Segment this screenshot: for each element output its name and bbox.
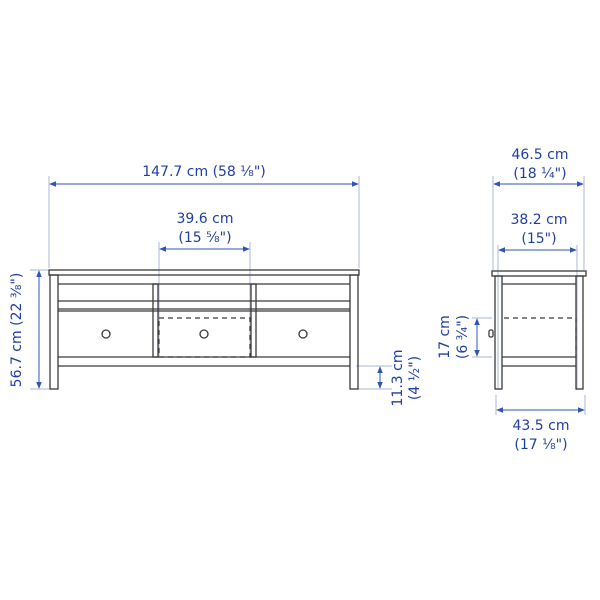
base-depth-metric: 43.5 cm bbox=[513, 418, 570, 434]
drawer-knob-center bbox=[199, 329, 209, 339]
side-tabletop bbox=[491, 270, 587, 277]
side-leg-front bbox=[494, 275, 503, 390]
drawer-knob-left bbox=[101, 329, 111, 339]
overall-depth-imperial: (18 ¼") bbox=[513, 166, 566, 182]
leg-clearance-imperial: (4 ½") bbox=[407, 356, 423, 400]
inner-depth-imperial: (15") bbox=[521, 231, 556, 247]
front-view: 147.7 cm (58 ⅛") 39.6 cm (15 ⅝") 56.7 cm… bbox=[9, 164, 423, 406]
drawer-height-metric: 17 cm bbox=[437, 315, 453, 359]
drawer-outline-dashed bbox=[158, 317, 251, 358]
inner-depth-metric: 38.2 cm bbox=[511, 212, 568, 228]
tv-bench-front bbox=[48, 269, 360, 390]
side-drawer-knob bbox=[488, 329, 494, 338]
divider-left bbox=[152, 283, 159, 358]
drawer-knob-right bbox=[298, 329, 308, 339]
drawer-height-imperial: (6 ¾") bbox=[455, 315, 471, 359]
divider-right bbox=[250, 283, 257, 358]
tabletop bbox=[48, 269, 360, 276]
overall-depth-metric: 46.5 cm bbox=[512, 147, 569, 163]
side-leg-back bbox=[575, 275, 584, 390]
overall-height-label: 56.7 cm (22 ⅜") bbox=[9, 273, 25, 388]
side-drawer-outline-dashed bbox=[504, 317, 577, 357]
overall-width-label: 147.7 cm (58 ⅛") bbox=[142, 164, 266, 180]
drawer-width-imperial: (15 ⅝") bbox=[178, 230, 231, 246]
tv-bench-side bbox=[488, 270, 587, 390]
drawer-width-metric: 39.6 cm bbox=[177, 211, 234, 227]
base-depth-imperial: (17 ⅛") bbox=[514, 437, 567, 453]
side-view: 46.5 cm (18 ¼") 38.2 cm (15") 43.5 cm (1… bbox=[437, 147, 587, 453]
leg-left bbox=[49, 274, 59, 390]
leg-clearance-metric: 11.3 cm bbox=[390, 350, 406, 407]
leg-right bbox=[349, 274, 359, 390]
